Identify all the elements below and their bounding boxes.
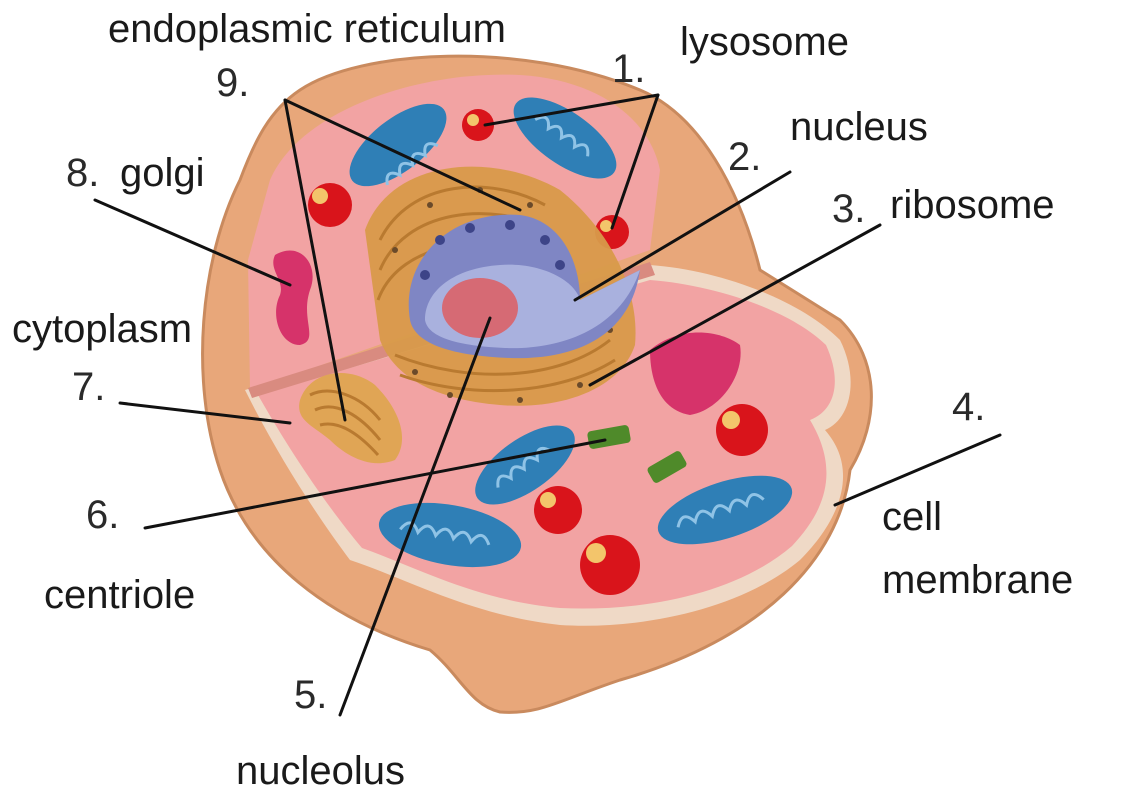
label-lysosome: lysosome xyxy=(680,20,849,64)
lysosome-core xyxy=(586,543,606,563)
label-cell: cell xyxy=(882,495,942,539)
label-endoplasmic-reticulum: endoplasmic reticulum xyxy=(108,7,506,51)
lysosome-body xyxy=(308,183,352,227)
number-3: 3. xyxy=(832,187,865,231)
lysosome-core xyxy=(722,411,740,429)
number-6: 6. xyxy=(86,493,119,537)
number-7: 7. xyxy=(72,365,105,409)
label-membrane: membrane xyxy=(882,558,1073,602)
lysosome-body xyxy=(534,486,582,534)
label-nucleolus: nucleolus xyxy=(236,749,405,793)
label-centriole: centriole xyxy=(44,573,195,617)
label-golgi: golgi xyxy=(120,151,205,195)
lysosome-body xyxy=(580,535,640,595)
lysosome-core xyxy=(467,114,479,126)
label-cytoplasm: cytoplasm xyxy=(12,307,192,351)
label-ribosome: ribosome xyxy=(890,183,1055,227)
number-2: 2. xyxy=(728,135,761,179)
label-nucleus: nucleus xyxy=(790,105,928,149)
number-9: 9. xyxy=(216,61,249,105)
lysosome-core xyxy=(312,188,328,204)
number-8: 8. xyxy=(66,151,99,195)
lysosome-body xyxy=(716,404,768,456)
cell-illustration xyxy=(203,56,872,712)
lysosome-core xyxy=(540,492,556,508)
nucleolus-body xyxy=(442,278,518,338)
number-4: 4. xyxy=(952,385,985,429)
lysosome-core xyxy=(600,220,612,232)
number-1: 1. xyxy=(612,47,645,91)
number-5: 5. xyxy=(294,673,327,717)
